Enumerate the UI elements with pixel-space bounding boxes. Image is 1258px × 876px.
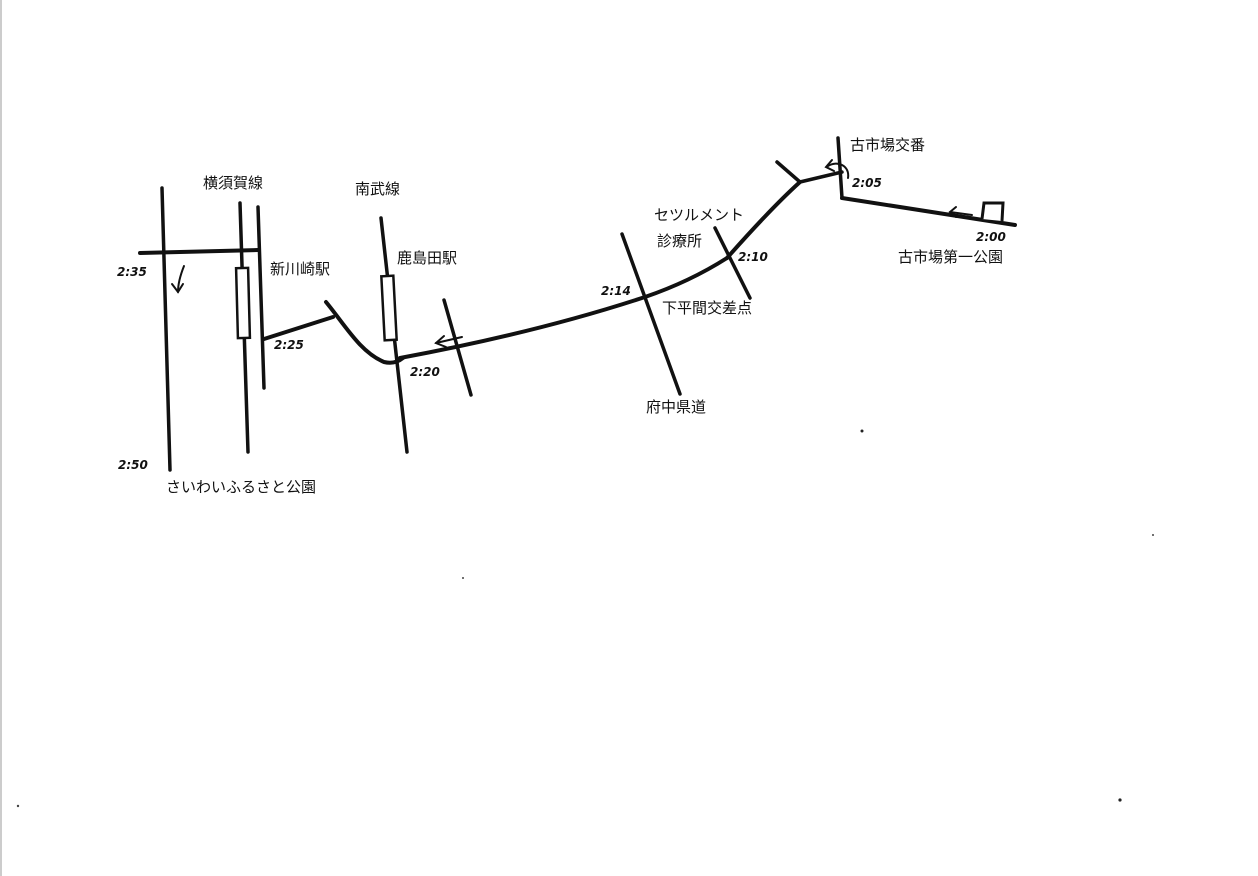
turn-arrow-head [824,159,835,172]
scan-speck [1118,798,1122,802]
label-nambu-line: 南武線 [355,180,401,198]
label-intersection: 下平間交差点 [662,299,753,317]
turn-arrow-icon [827,162,850,179]
koban-road [836,136,844,200]
scan-speck [462,577,464,579]
time-label-210: 2:10 [738,250,768,264]
route-segment-235 [138,248,260,255]
direction-arrow-down-icon [177,265,185,293]
start-arrow-icon [949,211,973,216]
route-segment-205 [840,196,1017,227]
fork-road-left [775,160,802,184]
route-segment-220 [398,256,729,360]
label-start-park: 古市場第一公園 [898,248,1004,266]
left-road [160,186,172,472]
time-label-235: 2:35 [117,265,147,279]
label-end-park: さいわいふるさと公園 [166,478,317,496]
time-label-214: 2:14 [601,284,631,298]
scan-speck [1152,534,1154,536]
arrow-head-down [171,283,184,294]
label-kashimada-station: 鹿島田駅 [397,249,458,267]
shin-kawasaki-station-platform [234,266,252,340]
time-label-200: 2:00 [976,230,1006,244]
arrow-head-left [434,335,447,348]
route-curve-kashimada [324,300,405,365]
start-park-marker [980,201,1005,222]
time-label-220: 2:20 [410,365,440,379]
kashimada-station-platform [380,274,398,342]
route-segment-210 [725,180,802,260]
label-koban: 古市場交番 [850,136,926,154]
route-segment-225 [262,315,335,341]
scan-speck [860,429,864,433]
fuchu-prefectural-road [620,232,682,396]
time-label-250: 2:50 [118,458,148,472]
clinic-road [713,226,752,300]
direction-arrow-left-icon [435,336,463,344]
start-arrow-head [948,206,957,218]
scan-speck [16,804,20,808]
fork-road-right [798,170,844,184]
time-label-205: 2:05 [852,176,882,190]
label-clinic-line1: セツルメント [654,206,745,224]
time-label-225: 2:25 [274,338,304,352]
label-prefectural-road: 府中県道 [646,398,707,416]
label-yokosuka-line: 横須賀線 [203,174,264,192]
yokosuka-line-track-right [256,205,266,390]
label-clinic-line2: 診療所 [657,232,703,250]
label-shin-kawasaki-station: 新川崎駅 [270,260,331,278]
